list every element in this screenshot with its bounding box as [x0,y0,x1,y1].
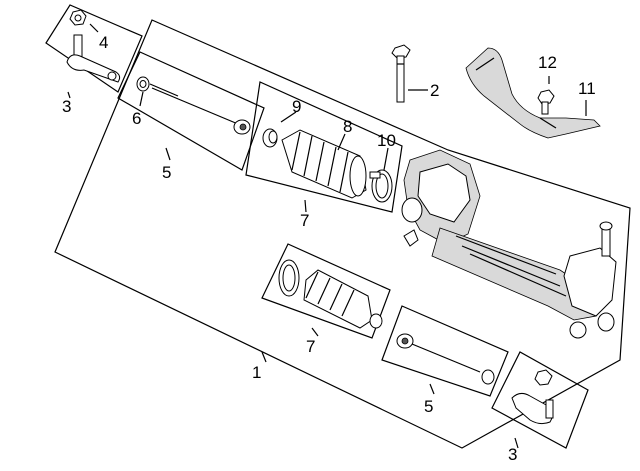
clamp-9-icon [262,128,278,148]
main-assembly-frame [54,19,631,449]
callout-7-top: 7 [300,211,309,230]
callout-5-bottom: 5 [424,397,433,416]
callout-3-top: 3 [62,97,71,116]
inner-tie-rod-box-top [117,51,265,171]
inner-tie-rod-bottom-icon [396,333,495,385]
boot-kit-box-top [245,81,403,213]
callout-5-top: 5 [162,163,171,182]
tie-rod-end-box-bottom [491,351,589,449]
boot-kit-box-bottom [261,243,391,339]
callout-2: 2 [430,81,439,100]
inner-tie-rod-box-bottom [381,305,509,397]
tie-rod-end-box-top [45,4,143,93]
callout-9: 9 [292,97,301,116]
callout-7-bottom: 7 [306,337,315,356]
callout-1: 1 [252,363,261,382]
callout-8: 8 [343,117,352,136]
nut-4-icon [69,9,87,26]
steering-gear-icon [401,149,617,339]
clamp-10-icon [369,169,393,203]
callout-3-bottom: 3 [508,445,517,464]
bolt-2-icon [391,44,411,103]
tie-rod-end-bottom-icon [511,369,554,425]
jam-nut-6-icon [136,76,150,92]
boot-8-icon [281,129,367,199]
callout-12: 12 [538,53,557,72]
callout-10: 10 [377,131,396,150]
heat-shield-11-icon [465,47,601,139]
bolt-12-icon [537,89,555,115]
callout-6: 6 [132,109,141,128]
inner-tie-rod-top-icon [149,83,251,135]
boot-kit-bottom-icon [278,259,383,329]
tie-rod-end-top-icon [66,34,121,83]
callout-4: 4 [99,33,108,52]
callout-11: 11 [578,79,596,98]
leader-lines [67,23,587,449]
